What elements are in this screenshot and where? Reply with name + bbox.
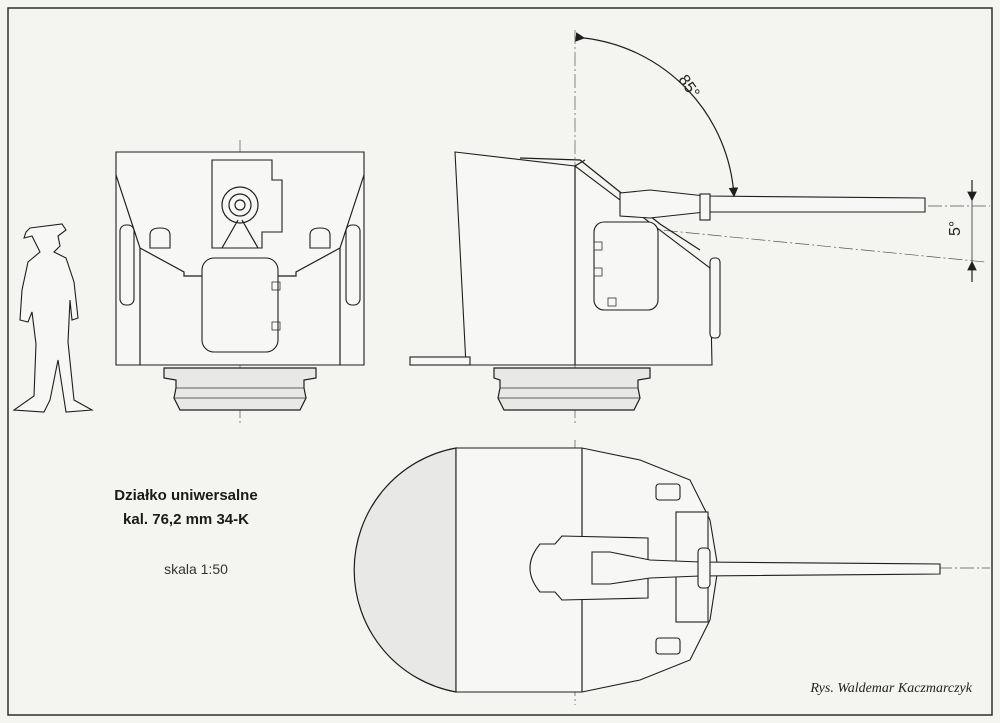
depression-dimension: 5° <box>947 180 977 282</box>
elevation-angle-label: 85° <box>675 72 703 102</box>
title-line-1: Działko uniwersalne <box>114 487 257 504</box>
elevation-dimension: 85° <box>575 32 739 198</box>
human-scale-figure <box>12 223 94 413</box>
sheet-frame <box>7 7 993 716</box>
top-view <box>353 440 990 705</box>
side-view <box>409 30 990 425</box>
title-line-2: kal. 76,2 mm 34-K <box>123 511 249 528</box>
depression-angle-label: 5° <box>947 221 964 236</box>
author-credit: Rys. Waldemar Kaczmarczyk <box>809 681 972 696</box>
front-view <box>115 140 365 425</box>
scale-label: skala 1:50 <box>164 561 228 577</box>
